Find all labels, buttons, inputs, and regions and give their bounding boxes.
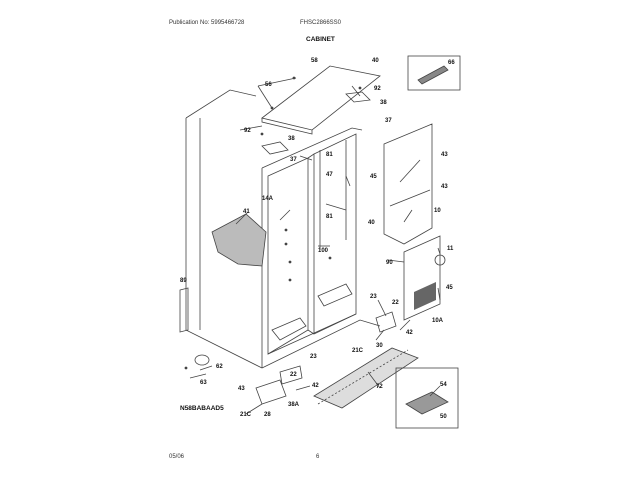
callout-40b: 40: [368, 220, 375, 226]
bottom-hinge: [255, 379, 287, 405]
callout-54: 54: [440, 382, 447, 388]
callout-63: 63: [200, 380, 207, 386]
callout-38a: 38A: [288, 402, 300, 408]
callout-45: 45: [370, 174, 377, 180]
callout-23b: 23: [310, 354, 317, 360]
callout-92b: 92: [244, 128, 251, 134]
callout-38: 38: [380, 100, 387, 106]
panel-10a: [403, 235, 441, 321]
top-panel: [261, 65, 381, 131]
callout-22: 22: [392, 300, 399, 306]
top-hinge: [345, 91, 371, 103]
section-title: CABINET: [306, 36, 335, 43]
callout-11: 11: [447, 246, 454, 252]
evaporator-part-41: [211, 213, 267, 267]
callout-50: 50: [440, 414, 447, 420]
callout-90: 90: [386, 260, 393, 266]
model-number: FHSC2866SS0: [300, 20, 342, 26]
evaporator-cover: [383, 123, 433, 245]
callout-92: 92: [374, 86, 381, 92]
inset-66: [407, 55, 461, 91]
callout-30: 30: [376, 343, 383, 349]
callout-47: 47: [326, 172, 333, 178]
callout-100: 100: [318, 248, 329, 254]
part-22: [375, 311, 397, 333]
publication-number: Publication No: 5995466728: [169, 20, 245, 26]
top-hinge-left: [261, 141, 289, 155]
callout-22b: 22: [290, 372, 297, 378]
callout-21c: 21C: [352, 348, 364, 354]
diagram-code: N58BABAAD5: [180, 405, 224, 412]
part-11: [434, 254, 446, 266]
callout-45b: 45: [446, 285, 453, 291]
callout-66: 66: [448, 60, 455, 66]
callout-42b: 42: [312, 383, 319, 389]
callout-72: 72: [376, 384, 383, 390]
inset-50: [395, 367, 459, 429]
callout-43: 43: [441, 152, 448, 158]
kickplate-72: [313, 347, 419, 409]
callout-58: 58: [311, 58, 318, 64]
callout-21c-b: 21C: [240, 412, 252, 418]
callout-37: 37: [385, 118, 392, 124]
callout-10a: 10A: [432, 318, 444, 324]
callout-81b: 81: [326, 214, 333, 220]
callout-62: 62: [216, 364, 223, 370]
callout-41: 41: [243, 209, 250, 215]
callout-40: 40: [372, 58, 379, 64]
callout-56: 56: [265, 82, 272, 88]
footer-date: 05/06: [169, 454, 185, 460]
callout-28: 28: [264, 412, 271, 418]
roller-62: [194, 354, 210, 366]
callout-37b: 37: [290, 157, 297, 163]
freezer-liner: [267, 157, 309, 355]
cabinet-top-edge: [185, 89, 257, 119]
callout-10: 10: [434, 208, 441, 214]
callout-23: 23: [370, 294, 377, 300]
callout-14a: 14A: [262, 196, 274, 202]
callout-89: 89: [180, 278, 187, 284]
callout-42: 42: [406, 330, 413, 336]
footer-page: 6: [316, 454, 320, 460]
callout-81: 81: [326, 152, 333, 158]
callout-43b: 43: [441, 184, 448, 190]
cabinet-left-wall: [185, 118, 263, 369]
callout-38b: 38: [288, 136, 295, 142]
callout-43c: 43: [238, 386, 245, 392]
